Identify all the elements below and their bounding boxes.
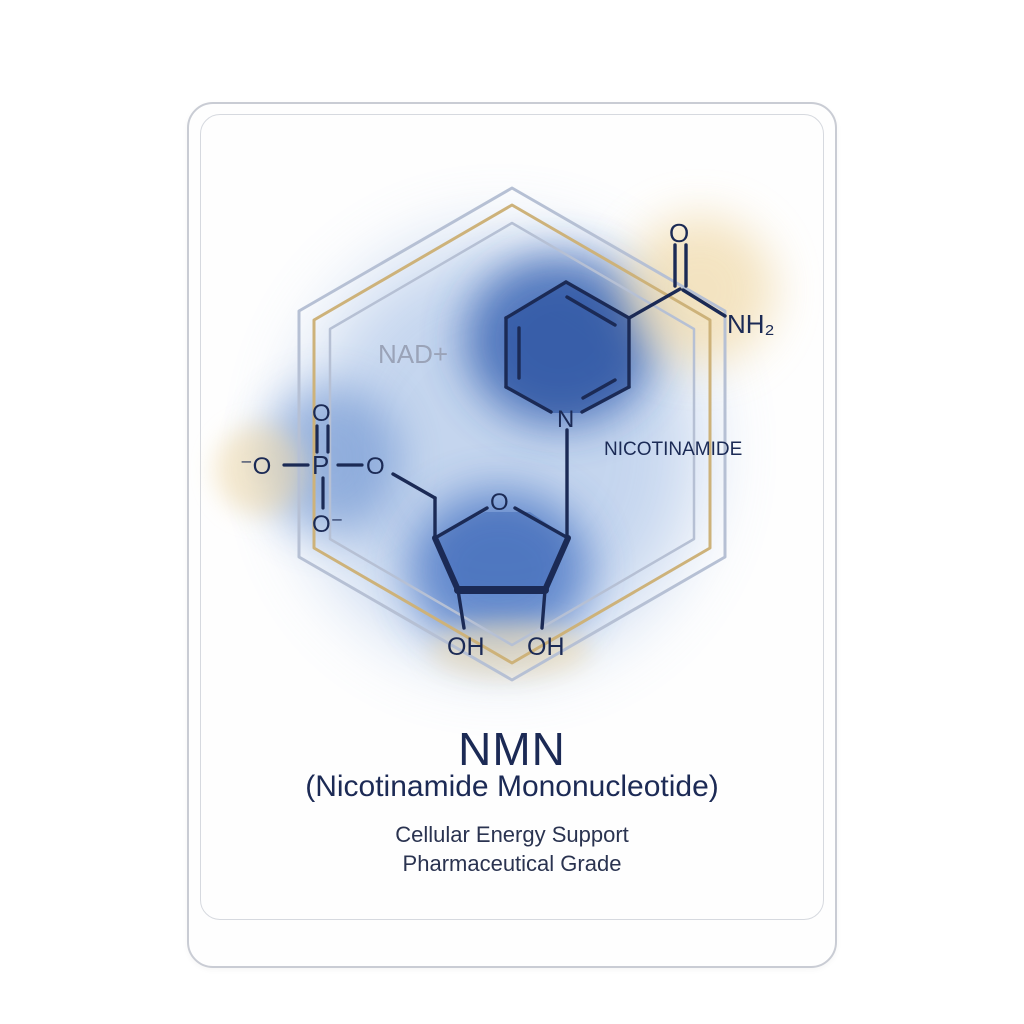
phosphate-group: [282, 424, 364, 510]
amide-label: NH₂: [727, 309, 775, 339]
product-title: NMN: [458, 723, 566, 775]
ribose-oxygen-label: O: [490, 489, 509, 516]
hydroxyl-right-label: OH: [527, 633, 565, 661]
hydroxyl-left-label: OH: [447, 633, 485, 661]
ring-nitrogen-label: N: [557, 406, 574, 433]
card-inner-frame: [200, 114, 824, 920]
hexagon-frame: [297, 186, 727, 682]
nicotinamide-label: NICOTINAMIDE: [604, 439, 742, 460]
pyridine-ring: [504, 243, 727, 414]
carbonyl-oxygen-label: O: [669, 218, 689, 248]
tagline-energy: Cellular Energy Support: [395, 822, 629, 847]
nad-label: NAD+: [378, 339, 448, 369]
product-subtitle: (Nicotinamide Mononucleotide): [305, 770, 719, 803]
phosphate-bottom-oxygen-label: O⁻: [312, 511, 343, 538]
tagline-grade: Pharmaceutical Grade: [402, 851, 622, 876]
phosphate-bridge-oxygen-label: O: [366, 453, 385, 480]
ribose-ring: [391, 428, 571, 630]
phosphate-left-oxygen-label: ⁻O: [240, 453, 271, 480]
phosphorus-label: P: [312, 450, 329, 480]
phosphate-top-oxygen-label: O: [312, 400, 331, 427]
